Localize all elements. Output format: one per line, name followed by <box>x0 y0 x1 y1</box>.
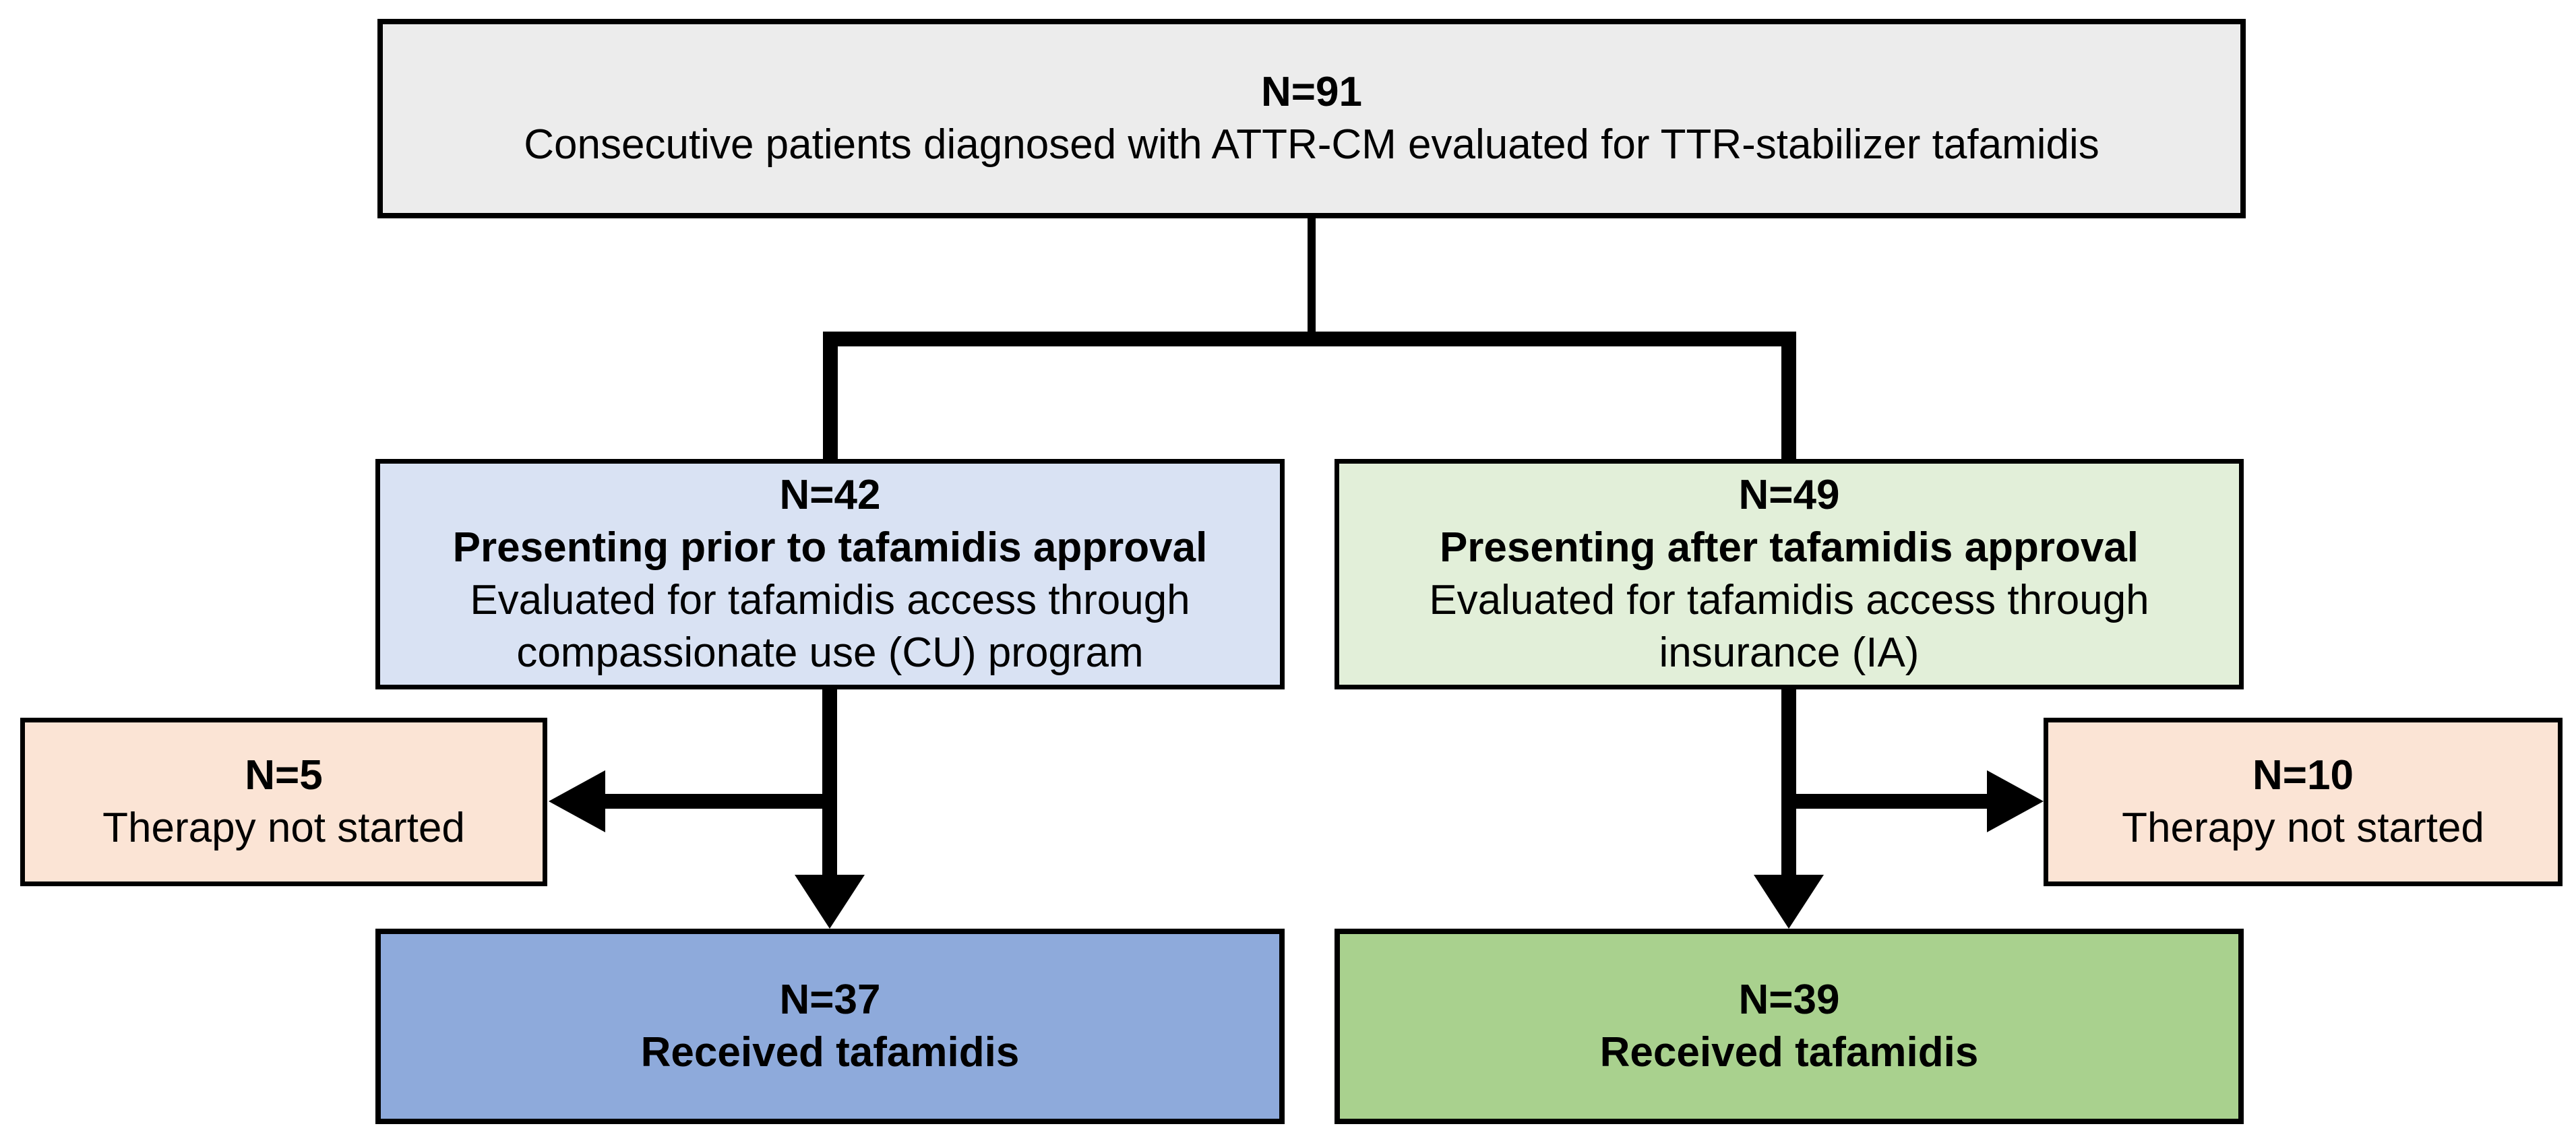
prior-received-label: Received tafamidis <box>640 1029 1020 1076</box>
prior-not-started-label: Therapy not started <box>102 805 465 851</box>
prior-arm-n: N=42 <box>779 472 881 518</box>
after-arm-desc-line1: Evaluated for tafamidis access through <box>1429 577 2149 623</box>
after-received-n: N=39 <box>1738 977 1840 1023</box>
box-received-tafamidis-right: N=39 Received tafamidis <box>1335 929 2244 1124</box>
connector-branch-left <box>601 794 837 809</box>
box-prior-approval-arm: N=42 Presenting prior to tafamidis appro… <box>375 459 1285 689</box>
prior-received-n: N=37 <box>779 977 881 1023</box>
arrowhead-down-left-icon <box>795 875 865 929</box>
connector-vertical-right <box>1781 689 1796 881</box>
arrowhead-right-icon <box>1987 770 2044 832</box>
prior-not-started-n: N=5 <box>245 752 323 799</box>
arrowhead-down-right-icon <box>1754 875 1824 929</box>
connector-stem <box>1308 217 1316 336</box>
connector-branch-right <box>1781 794 1990 809</box>
connector-vertical-left <box>822 689 837 881</box>
connector-drop-left <box>823 332 838 459</box>
after-received-label: Received tafamidis <box>1599 1029 1979 1076</box>
prior-arm-desc-line1: Evaluated for tafamidis access through <box>470 577 1190 623</box>
box-therapy-not-started-left: N=5 Therapy not started <box>20 718 547 886</box>
after-not-started-label: Therapy not started <box>2122 805 2484 851</box>
box-received-tafamidis-left: N=37 Received tafamidis <box>375 929 1285 1124</box>
connector-crossbar <box>823 332 1796 346</box>
after-not-started-n: N=10 <box>2252 752 2354 799</box>
prior-arm-title: Presenting prior to tafamidis approval <box>452 524 1208 571</box>
box-after-approval-arm: N=49 Presenting after tafamidis approval… <box>1335 459 2244 689</box>
after-arm-title: Presenting after tafamidis approval <box>1439 524 2139 571</box>
after-arm-n: N=49 <box>1738 472 1840 518</box>
total-patients-label: Consecutive patients diagnosed with ATTR… <box>524 121 2099 168</box>
box-therapy-not-started-right: N=10 Therapy not started <box>2044 718 2563 886</box>
prior-arm-desc-line2: compassionate use (CU) program <box>516 629 1144 676</box>
box-total-patients: N=91 Consecutive patients diagnosed with… <box>377 19 2246 218</box>
after-arm-desc-line2: insurance (IA) <box>1659 629 1920 676</box>
arrowhead-left-icon <box>549 770 605 832</box>
connector-drop-right <box>1781 332 1796 459</box>
total-patients-n: N=91 <box>1261 69 1362 115</box>
